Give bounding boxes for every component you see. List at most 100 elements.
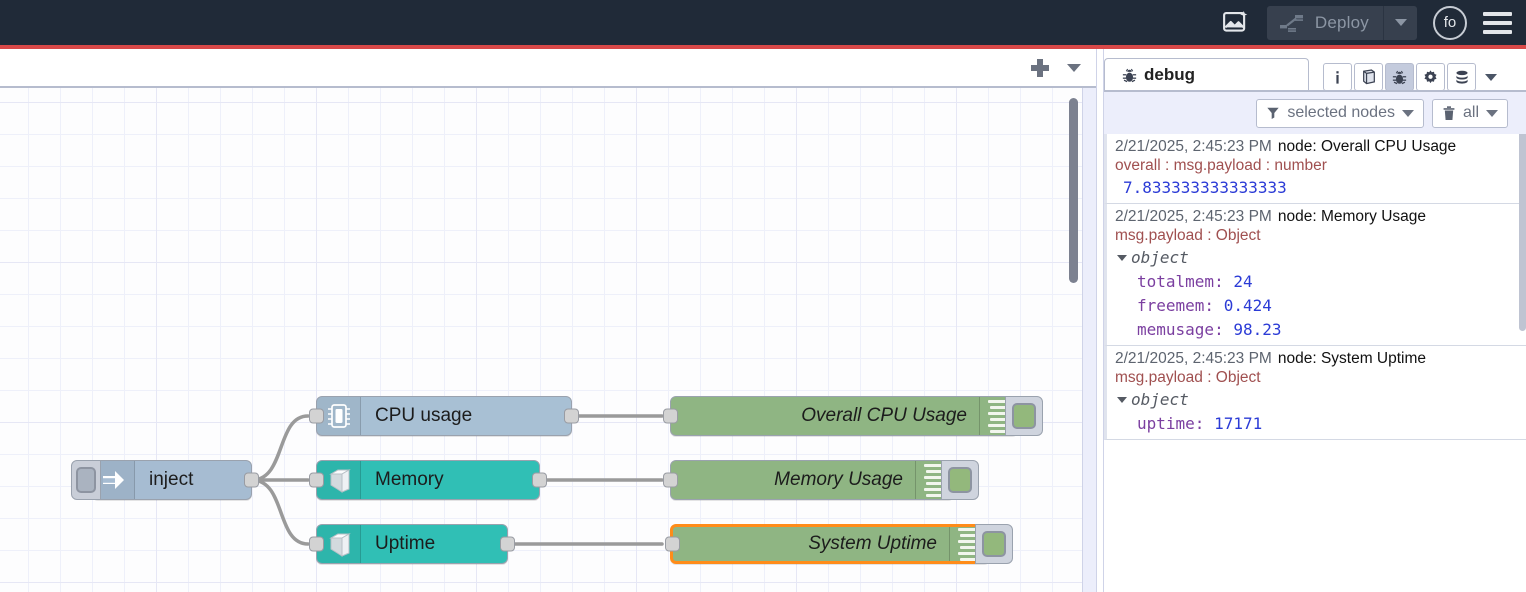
canvas-vertical-scrollbar[interactable] bbox=[1069, 98, 1078, 283]
inject-trigger-button[interactable] bbox=[71, 460, 101, 500]
node-uptime-output-port[interactable] bbox=[500, 536, 515, 552]
context-icon[interactable] bbox=[1447, 63, 1476, 91]
node-debug-system-uptime-body[interactable]: System Uptime bbox=[665, 524, 1013, 564]
node-debug-memory-usage-input-port[interactable] bbox=[663, 472, 678, 488]
node-memory[interactable]: Memory bbox=[309, 460, 547, 500]
debug-message-property: msg.payload : Object bbox=[1115, 227, 1261, 244]
workspace-right-edge bbox=[1082, 88, 1096, 592]
node-debug-system-uptime[interactable]: System Uptime bbox=[665, 524, 1013, 564]
info-icon[interactable] bbox=[1323, 63, 1352, 91]
debug-object-entry: freemem: 0.424 bbox=[1115, 296, 1518, 315]
node-cpu-usage-body[interactable]: CPU usage bbox=[309, 396, 579, 436]
deploy-icon bbox=[1279, 14, 1303, 32]
node-inject-body[interactable]: inject bbox=[71, 460, 259, 500]
avatar[interactable]: fo bbox=[1433, 5, 1467, 40]
flow-list-menu-button[interactable] bbox=[1058, 49, 1090, 87]
debug-clear-button[interactable]: all bbox=[1431, 98, 1508, 128]
debug-entry-value: 98.23 bbox=[1233, 320, 1282, 339]
debug-list-scrollbar[interactable] bbox=[1519, 134, 1526, 331]
image-sparkle-icon[interactable] bbox=[1213, 0, 1259, 45]
node-cpu-usage-output-port[interactable] bbox=[564, 408, 579, 424]
header-actions: Deploy fo bbox=[1213, 0, 1526, 45]
node-uptime-input-port[interactable] bbox=[309, 536, 324, 552]
chevron-down-icon bbox=[1401, 109, 1414, 117]
deploy-label: Deploy bbox=[1314, 12, 1369, 32]
node-cpu-usage[interactable]: CPU usage bbox=[309, 396, 579, 436]
node-cpu-usage-input-port[interactable] bbox=[309, 408, 324, 424]
header-accent-bar bbox=[0, 45, 1526, 49]
debug-message-value: 7.833333333333333 bbox=[1123, 178, 1287, 197]
debug-toggle-button[interactable] bbox=[1005, 396, 1043, 436]
node-debug-overall-cpu-usage-body[interactable]: Overall CPU Usage bbox=[663, 396, 1043, 436]
node-debug-overall-cpu-usage-input-port[interactable] bbox=[663, 408, 678, 424]
deploy-button[interactable]: Deploy bbox=[1266, 5, 1417, 40]
sidebar-resize-handle[interactable] bbox=[1096, 49, 1104, 592]
debug-object-entry: uptime: 17171 bbox=[1115, 414, 1518, 433]
deploy-button-main[interactable]: Deploy bbox=[1267, 6, 1383, 40]
debug-icon[interactable] bbox=[1385, 63, 1414, 91]
node-debug-overall-cpu-usage[interactable]: Overall CPU Usage bbox=[663, 396, 1043, 436]
avatar-initials: fo bbox=[1443, 14, 1457, 31]
plus-icon bbox=[1031, 58, 1049, 77]
node-inject-label: inject bbox=[149, 469, 194, 490]
node-inject-output-port[interactable] bbox=[244, 472, 259, 488]
deploy-dropdown-caret[interactable] bbox=[1383, 5, 1417, 40]
node-memory-body[interactable]: Memory bbox=[309, 460, 547, 500]
node-uptime[interactable]: Uptime bbox=[309, 524, 515, 564]
node-uptime-body[interactable]: Uptime bbox=[309, 524, 515, 564]
debug-message-timestamp: 2/21/2025, 2:45:23 PM bbox=[1115, 138, 1272, 155]
node-debug-memory-usage[interactable]: Memory Usage bbox=[663, 460, 979, 500]
sidebar-tabrow: debug bbox=[1104, 57, 1526, 91]
node-debug-overall-cpu-usage-label: Overall CPU Usage bbox=[801, 405, 967, 426]
node-debug-system-uptime-label: System Uptime bbox=[808, 533, 937, 554]
chevron-down-icon bbox=[1394, 19, 1407, 26]
debug-object-label: object bbox=[1131, 248, 1189, 267]
settings-icon[interactable] bbox=[1416, 63, 1445, 91]
debug-message-property: overall : msg.payload : number bbox=[1115, 157, 1327, 174]
filter-funnel-icon bbox=[1267, 107, 1280, 119]
twisty-down-icon bbox=[1117, 254, 1127, 261]
debug-object-toggle[interactable]: object bbox=[1115, 248, 1518, 267]
sidebar-tab-underline bbox=[1104, 90, 1526, 92]
twisty-down-icon bbox=[1117, 396, 1127, 403]
node-debug-system-uptime-input-port[interactable] bbox=[665, 536, 680, 552]
flow-canvas[interactable]: inject CPU usage bbox=[0, 88, 1082, 592]
debug-entry-key: freemem: bbox=[1137, 296, 1215, 315]
debug-filter-scope-button[interactable]: selected nodes bbox=[1256, 98, 1424, 128]
wire-inject-to-cpu bbox=[250, 414, 310, 482]
node-debug-memory-usage-label: Memory Usage bbox=[774, 469, 903, 490]
workspace: inject CPU usage bbox=[0, 49, 1096, 592]
library-icon[interactable] bbox=[1354, 63, 1383, 91]
debug-entry-key: uptime: bbox=[1137, 414, 1205, 433]
server-cube-icon bbox=[317, 525, 361, 563]
node-inject[interactable]: inject bbox=[71, 460, 259, 500]
debug-object-toggle[interactable]: object bbox=[1115, 390, 1518, 409]
chevron-down-icon bbox=[1485, 73, 1497, 81]
debug-entry-value: 17171 bbox=[1214, 414, 1263, 433]
node-debug-memory-usage-body[interactable]: Memory Usage bbox=[663, 460, 979, 500]
debug-toggle-button[interactable] bbox=[975, 524, 1013, 564]
debug-object-label: object bbox=[1131, 390, 1189, 409]
debug-entry-value: 0.424 bbox=[1223, 296, 1272, 315]
sidebar: debug bbox=[1104, 49, 1526, 592]
debug-lines-icon bbox=[979, 397, 1017, 435]
node-memory-input-port[interactable] bbox=[309, 472, 324, 488]
debug-filter-scope-label: selected nodes bbox=[1287, 104, 1395, 121]
sidebar-tools-menu[interactable] bbox=[1478, 63, 1504, 91]
app-header: Deploy fo bbox=[0, 0, 1526, 45]
debug-object-entry: totalmem: 24 bbox=[1115, 272, 1518, 291]
cpu-chip-icon bbox=[317, 397, 361, 435]
debug-message-property: msg.payload : Object bbox=[1115, 369, 1261, 386]
node-memory-output-port[interactable] bbox=[532, 472, 547, 488]
debug-toggle-button[interactable] bbox=[941, 460, 979, 500]
tab-debug[interactable]: debug bbox=[1104, 58, 1309, 91]
add-flow-button[interactable] bbox=[1022, 49, 1058, 87]
hamburger-menu-icon[interactable] bbox=[1483, 11, 1512, 34]
